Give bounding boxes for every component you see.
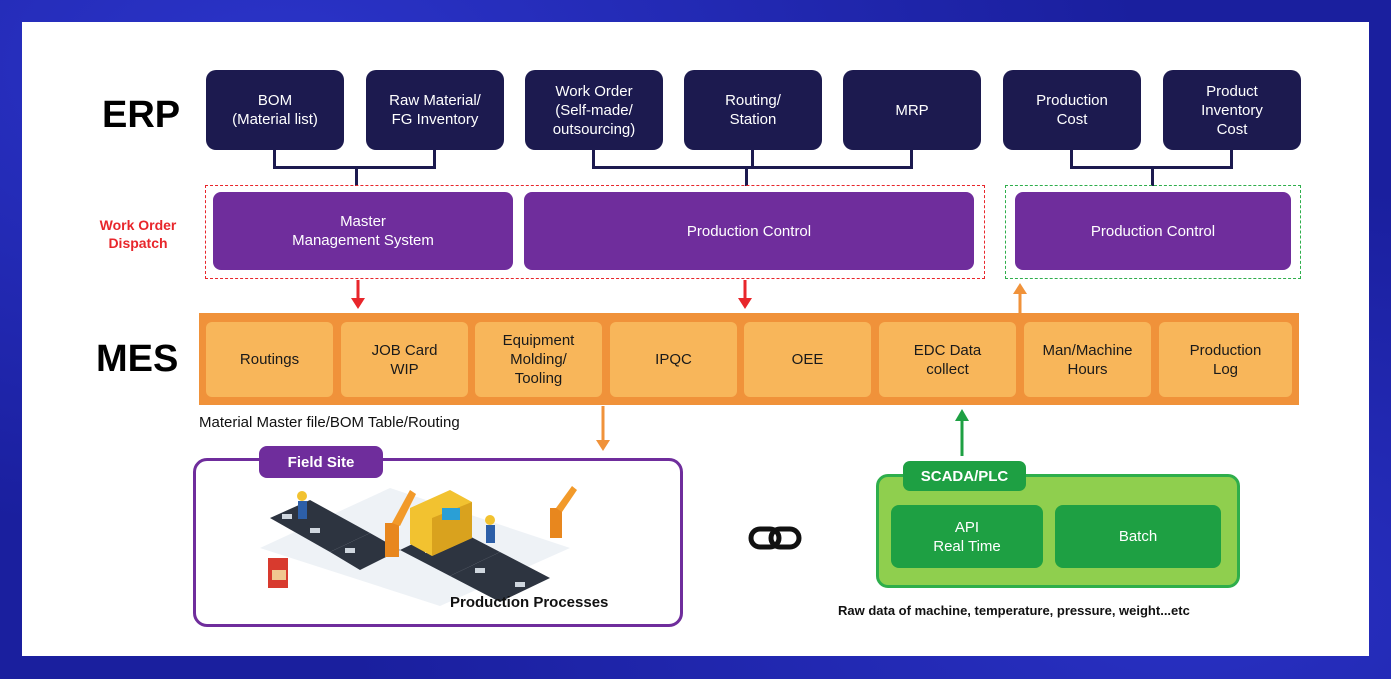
api-real-time-box: API Real Time: [891, 505, 1043, 568]
erp-box-routing: Routing/ Station: [684, 70, 822, 150]
erp-box-product-inventory-cost: Product Inventory Cost: [1163, 70, 1301, 150]
mes-module-edc: EDC Data collect: [879, 322, 1016, 397]
connector-line: [1151, 166, 1154, 186]
connector-line: [751, 150, 754, 168]
orange-arrow-down: [596, 406, 610, 451]
dispatch-label: Work Order Dispatch: [99, 217, 177, 251]
field-caption: Production Processes: [450, 594, 609, 611]
mes-caption: Material Master file/BOM Table/Routing: [199, 414, 460, 431]
mes-module-production-log: Production Log: [1159, 322, 1292, 397]
mes-module-routings: Routings: [206, 322, 333, 397]
field-site-tab: Field Site: [259, 446, 383, 478]
link-icon: [748, 526, 802, 550]
connector-line: [273, 166, 436, 169]
dispatch-group-frame: [205, 185, 985, 279]
connector-line: [592, 150, 595, 168]
master-management-system: Master Management System: [213, 192, 513, 270]
erp-box-mrp: MRP: [843, 70, 981, 150]
mes-label: MES: [96, 338, 179, 380]
cost-group-frame: [1005, 185, 1301, 279]
connector-line: [745, 166, 748, 186]
connector-line: [1070, 150, 1073, 168]
connector-line: [355, 166, 358, 186]
connector-line: [433, 150, 436, 168]
mes-module-ipqc: IPQC: [610, 322, 737, 397]
connector-line: [273, 150, 276, 168]
mes-module-man-machine: Man/Machine Hours: [1024, 322, 1151, 397]
erp-box-production-cost: Production Cost: [1003, 70, 1141, 150]
mes-module-job-card: JOB Card WIP: [341, 322, 468, 397]
orange-arrow-up: [1013, 283, 1027, 313]
connector-line: [910, 150, 913, 168]
erp-box-bom: BOM (Material list): [206, 70, 344, 150]
mes-module-equipment: Equipment Molding/ Tooling: [475, 322, 602, 397]
red-arrow-down-1: [351, 280, 365, 309]
raw-data-caption: Raw data of machine, temperature, pressu…: [838, 603, 1190, 618]
production-control-dispatch: Production Control: [524, 192, 974, 270]
connector-line: [592, 166, 913, 169]
batch-box: Batch: [1055, 505, 1221, 568]
connector-line: [1230, 150, 1233, 168]
production-control-cost: Production Control: [1015, 192, 1291, 270]
erp-box-raw-material: Raw Material/ FG Inventory: [366, 70, 504, 150]
erp-label: ERP: [102, 94, 181, 136]
factory-illustration: [260, 486, 577, 606]
green-arrow-up: [955, 409, 969, 456]
mes-module-oee: OEE: [744, 322, 871, 397]
red-arrow-down-2: [738, 280, 752, 309]
scada-tab: SCADA/PLC: [903, 461, 1026, 491]
erp-box-work-order: Work Order (Self-made/ outsourcing): [525, 70, 663, 150]
